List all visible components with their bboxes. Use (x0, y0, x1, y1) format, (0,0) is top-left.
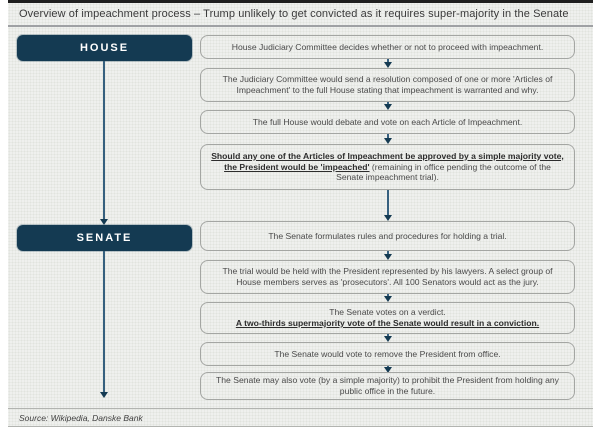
flow-step-house-debate-vote: The full House would debate and vote on … (200, 110, 575, 134)
flow-step-resolution-articles: The Judiciary Committee would send a res… (200, 68, 575, 102)
arrow-down-icon (387, 366, 389, 367)
arrow-down-icon (387, 251, 389, 254)
step-text: The Judiciary Committee would send a res… (222, 74, 553, 95)
flow-step-simple-majority-impeached: Should any one of the Articles of Impeac… (200, 144, 575, 190)
flow-step-trial-held: The trial would be held with the Preside… (200, 260, 575, 294)
step-text: The trial would be held with the Preside… (222, 266, 553, 287)
top-border (8, 0, 593, 3)
lane-senate: SENATE (17, 225, 192, 251)
flow-step-remove-president: The Senate would vote to remove the Pres… (200, 342, 575, 366)
arrow-down-icon (103, 61, 105, 219)
flow-step-senate-rules: The Senate formulates rules and procedur… (200, 221, 575, 251)
arrow-down-icon (387, 294, 389, 296)
flowchart: HOUSE SENATE House Judiciary Committee d… (8, 27, 593, 408)
arrow-down-icon (387, 190, 389, 215)
source-note: Source: Wikipedia, Danske Bank (19, 412, 143, 423)
step-text: The Senate may also vote (by a simple ma… (216, 375, 559, 396)
arrow-down-icon (387, 334, 389, 336)
step-text: The Senate would vote to remove the Pres… (274, 348, 501, 359)
arrow-down-icon (387, 59, 389, 62)
step-text: The Senate formulates rules and procedur… (268, 230, 507, 241)
step-text: The full House would debate and vote on … (252, 116, 523, 127)
step-text: (remaining in office pending the outcome… (336, 161, 551, 183)
arrow-down-icon (387, 102, 389, 104)
flow-step-senate-verdict: The Senate votes on a verdict. A two-thi… (200, 302, 575, 334)
step-text: House Judiciary Committee decides whethe… (231, 41, 544, 52)
lane-senate-label: SENATE (76, 232, 133, 244)
step-text-emphasized: A two-thirds supermajority vote of the S… (235, 318, 540, 328)
slide: Overview of impeachment process – Trump … (8, 0, 593, 427)
flow-step-prohibit-future-office: The Senate may also vote (by a simple ma… (200, 372, 575, 400)
arrow-down-icon (387, 134, 389, 138)
arrow-down-icon (103, 251, 105, 392)
header: Overview of impeachment process – Trump … (8, 3, 593, 27)
lane-house: HOUSE (17, 35, 192, 61)
step-text: The Senate votes on a verdict. (329, 307, 446, 318)
footer: Source: Wikipedia, Danske Bank (8, 408, 593, 427)
lane-house-label: HOUSE (79, 42, 130, 54)
step-text-emphasized: Should any one of the Articles of Impeac… (211, 150, 564, 172)
page-title: Overview of impeachment process – Trump … (19, 8, 569, 20)
flow-step-judiciary-decides: House Judiciary Committee decides whethe… (200, 35, 575, 59)
